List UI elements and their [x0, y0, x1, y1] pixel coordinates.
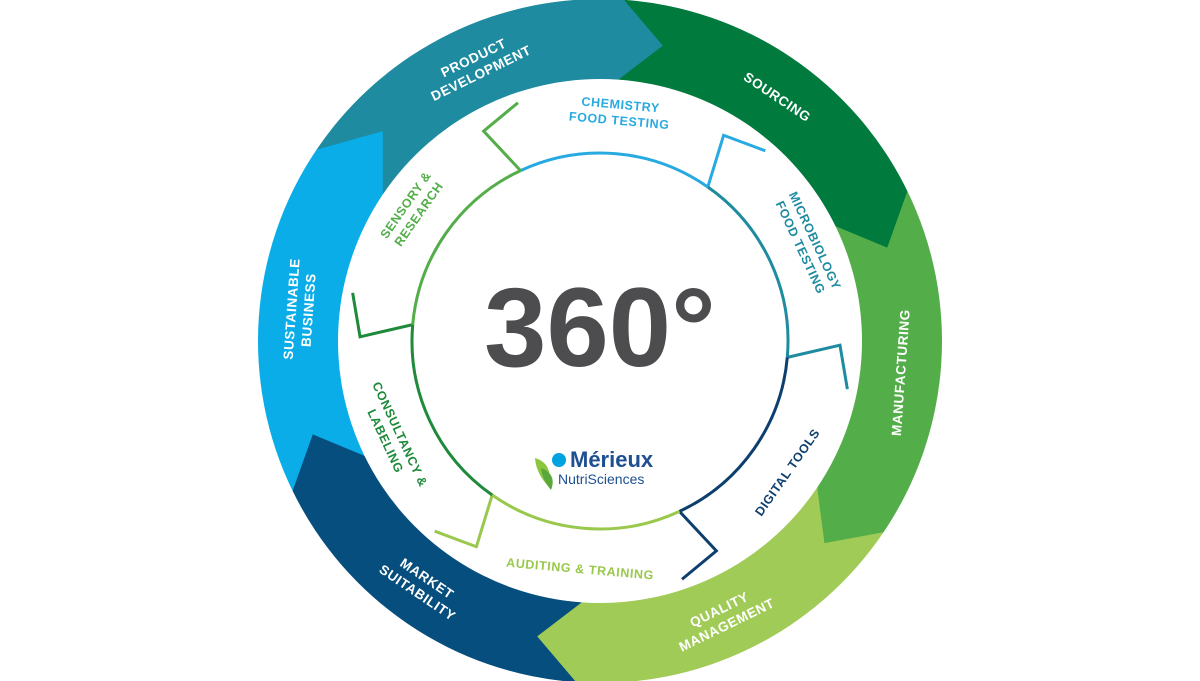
outer-segment-market-suitability: MARKETSUITABILITY — [292, 424, 582, 681]
outer-arrow-shape — [257, 131, 383, 491]
logo-leaf-small-icon — [541, 468, 553, 490]
outer-arrow-shape — [316, 0, 674, 195]
inner-arc-line — [678, 357, 789, 513]
inner-divider-line — [434, 494, 494, 549]
inner-label-line: CHEMISTRY — [581, 95, 661, 116]
logo-dot-icon — [552, 453, 566, 467]
center-core: 360° — [416, 157, 784, 525]
inner-label-line: AUDITING & TRAINING — [506, 556, 655, 583]
inner-divider-line — [351, 292, 414, 339]
inner-divider-line — [678, 510, 719, 581]
inner-label: CHEMISTRYFOOD TESTING — [568, 94, 671, 133]
outer-segment-quality-management: QUALITYMANAGEMENT — [526, 487, 884, 681]
inner-arc-line — [706, 185, 790, 358]
inner-divider-line — [786, 343, 849, 390]
inner-label: AUDITING & TRAINING — [506, 556, 655, 583]
outer-segment-sustainable-business: SUSTAINABLEBUSINESS — [257, 131, 383, 491]
outer-arrow-shape — [526, 487, 884, 681]
outer-segment-sourcing: SOURCING — [618, 0, 908, 258]
center-circle — [416, 157, 784, 525]
logo-name-line1: Mérieux — [570, 447, 654, 472]
inner-arc-line — [519, 151, 709, 189]
inner-divider-line — [706, 133, 766, 188]
outer-label-line: SUSTAINABLE — [281, 258, 303, 360]
inner-arc-line — [491, 493, 681, 531]
outer-label: SUSTAINABLEBUSINESS — [281, 258, 320, 362]
inner-arc-line — [410, 324, 494, 497]
outer-arrow-shape — [817, 191, 942, 551]
inner-arc-line — [411, 169, 522, 325]
outer-label-line: BUSINESS — [299, 273, 319, 348]
merieux-nutrisciences-logo: Mérieux NutriSciences — [535, 447, 654, 490]
center-360-text: 360° — [484, 265, 716, 390]
outer-segment-manufacturing: MANUFACTURING — [817, 191, 942, 551]
outer-arrow-shape — [292, 424, 582, 681]
inner-divider-line — [481, 101, 522, 172]
outer-arrow-shape — [618, 0, 908, 258]
logo-name-line2: NutriSciences — [558, 471, 644, 487]
outer-segment-product-development: PRODUCTDEVELOPMENT — [316, 0, 674, 195]
